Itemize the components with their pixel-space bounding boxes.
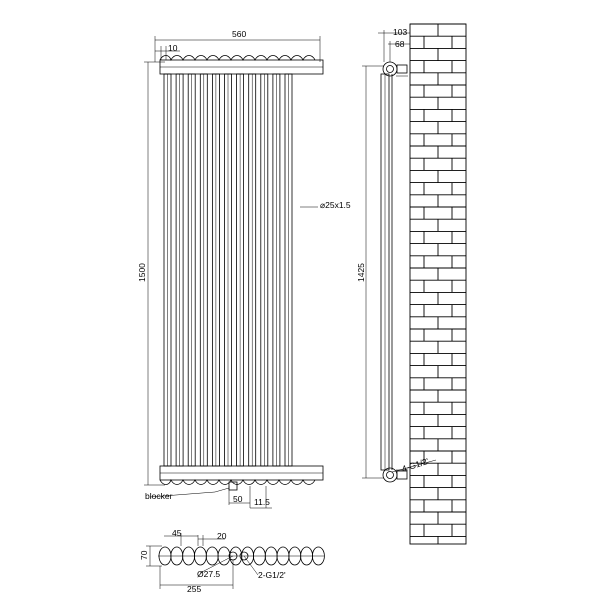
- gap-label: 10: [168, 43, 178, 53]
- offset-label: 11.5: [254, 497, 270, 507]
- thread-label: 4-G1/2': [401, 456, 431, 474]
- conn-leader: [243, 555, 259, 576]
- dim70-label: 70: [139, 550, 149, 560]
- top-tube-row: [158, 546, 325, 566]
- top-cap-inner: [386, 65, 394, 73]
- side-view: 103 68 1425 4-G1/2': [356, 27, 437, 483]
- blocker-leader: [149, 491, 216, 498]
- top-bracket-block: [396, 64, 408, 74]
- blocker-label: blocker: [145, 491, 173, 501]
- depth-label: 103: [393, 27, 407, 37]
- connection-right: [239, 551, 249, 561]
- top-cap-outer: [382, 61, 398, 77]
- width-label: 560: [232, 29, 246, 39]
- spacing-label: 50: [233, 494, 243, 504]
- thread-leader: [391, 459, 437, 473]
- dia-leader: [199, 555, 234, 574]
- length-label: 255: [187, 584, 201, 594]
- height-label: 1500: [137, 263, 147, 282]
- bottom-cap-inner: [386, 471, 394, 479]
- dim20-label: 20: [217, 531, 227, 541]
- bottom-cap-outer: [382, 467, 398, 483]
- brick-wall: [409, 23, 467, 545]
- top-view: 45 20 70 Ø27.5 2-G1/2' 255: [139, 528, 325, 594]
- inner-label: 68: [395, 39, 405, 49]
- front-view: 560 10 1500 ⌀25x1.5 blocker 50: [137, 29, 351, 509]
- conn-label: 2-G1/2': [258, 570, 286, 580]
- side-height-label: 1425: [356, 263, 366, 282]
- dia-label: Ø27.5: [197, 569, 220, 579]
- bottom-header-outline: [159, 478, 316, 485]
- tube-label: ⌀25x1.5: [320, 200, 351, 210]
- top-header-outline: [159, 55, 316, 62]
- bottom-bracket-block: [396, 470, 408, 480]
- dim45-label: 45: [172, 528, 182, 538]
- blocker-leader-2: [214, 487, 230, 493]
- tubes-group: [163, 73, 293, 467]
